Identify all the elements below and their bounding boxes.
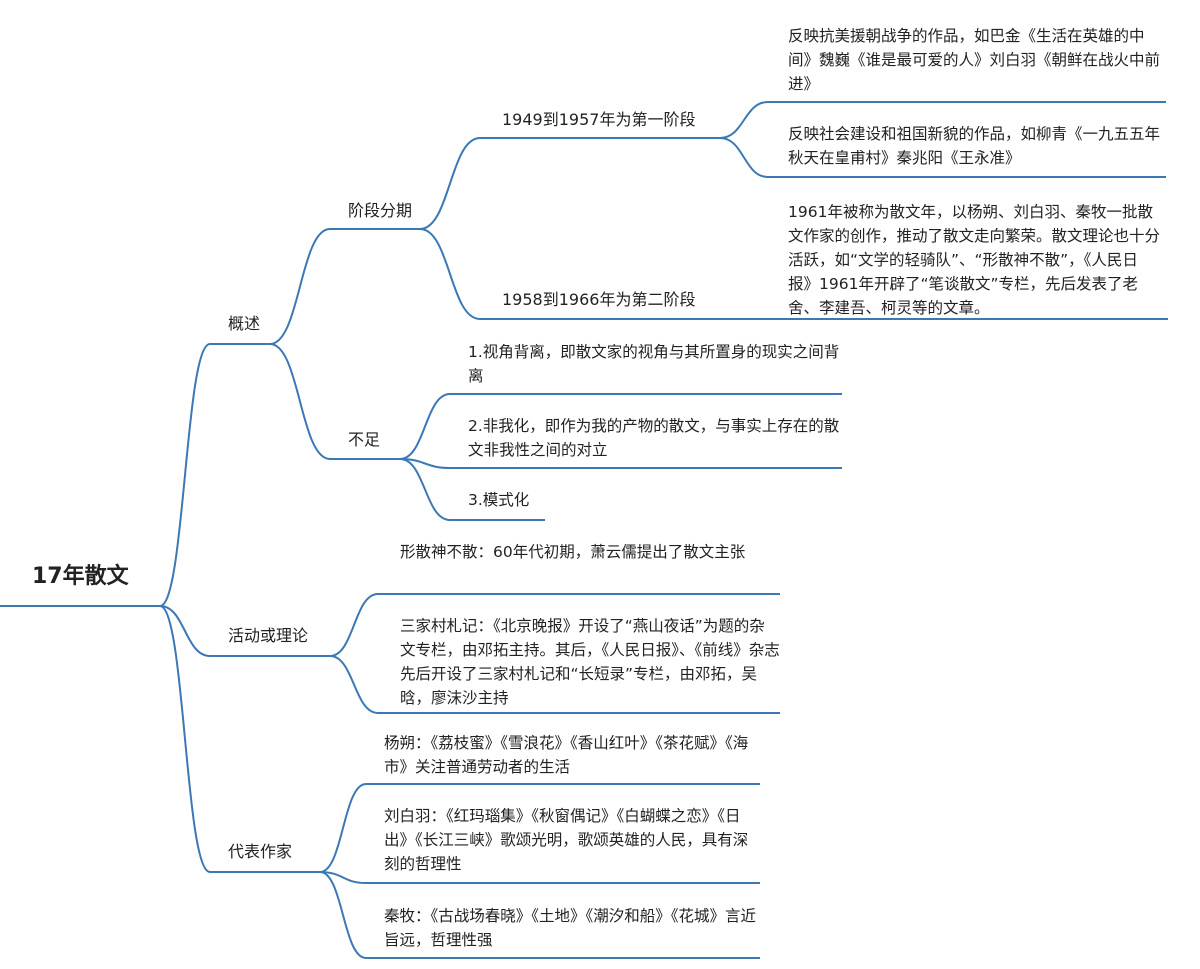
branch-writers[interactable]: 代表作家: [228, 842, 293, 861]
link-overview-periods: [269, 228, 331, 345]
link-overview-shortcomings: [269, 343, 331, 460]
branch-periods[interactable]: 阶段分期: [348, 201, 413, 220]
link-shortcomings-leaf3: [399, 458, 451, 521]
leaf-stage1-construction-works[interactable]: 反映社会建设和祖国新貌的作品，如柳青《一九五五年秋天在皇甫村》秦兆阳《王永准》: [788, 125, 1161, 167]
link-root-writers: [159, 605, 211, 873]
leaf-stage2-prose-year[interactable]: 1961年被称为散文年，以杨朔、刘白羽、秦牧一批散文作家的创作，推动了散文走向繁…: [788, 203, 1161, 317]
root-topic[interactable]: 17年散文: [32, 564, 129, 589]
link-activities-leaf2: [329, 655, 379, 714]
leaf-shortcoming-1[interactable]: 1.视角背离，即散文家的视角与其所置身的现实之间背离: [468, 343, 840, 385]
link-shortcomings-leaf1: [399, 393, 451, 460]
link-root-overview: [159, 343, 211, 607]
branch-stage-2[interactable]: 1958到1966年为第二阶段: [502, 290, 696, 309]
link-stage1-leaf1: [719, 101, 769, 139]
leaf-shortcoming-3[interactable]: 3.模式化: [468, 491, 530, 509]
link-stage1-leaf2: [719, 137, 769, 178]
link-writers-leaf1: [319, 783, 367, 873]
branch-overview[interactable]: 概述: [228, 314, 261, 333]
leaf-stage1-war-works[interactable]: 反映抗美援朝战争的作品，如巴金《生活在英雄的中间》魏巍《谁是最可爱的人》刘白羽《…: [788, 27, 1161, 93]
leaf-activity-theory[interactable]: 形散神不散：60年代初期，萧云儒提出了散文主张: [400, 543, 746, 561]
branch-shortcomings[interactable]: 不足: [348, 430, 381, 449]
leaf-writer-qinmu[interactable]: 秦牧：《古战场春晓》《土地》《潮汐和船》《花城》言近旨远，哲理性强: [384, 907, 757, 949]
branch-stage-1[interactable]: 1949到1957年为第一阶段: [502, 110, 696, 129]
branch-activities[interactable]: 活动或理论: [228, 626, 309, 645]
leaf-shortcoming-2[interactable]: 2.非我化，即作为我的产物的散文，与事实上存在的散文非我性之间的对立: [468, 417, 840, 459]
link-activities-leaf1: [329, 593, 379, 657]
link-writers-leaf3: [319, 871, 367, 959]
link-writers-leaf2: [319, 871, 367, 884]
leaf-writer-liubaiyu[interactable]: 刘白羽：《红玛瑙集》《秋窗偶记》《白蝴蝶之恋》《日出》《长江三峡》歌颂光明，歌颂…: [384, 807, 749, 873]
leaf-activity-sanjiacun[interactable]: 三家村札记：《北京晚报》开设了“燕山夜话”为题的杂文专栏，由邓拓主持。其后，《人…: [400, 617, 780, 707]
leaf-writer-yangshuo[interactable]: 杨朔：《荔枝蜜》《雪浪花》《香山红叶》《茶花赋》《海市》关注普通劳动者的生活: [384, 734, 749, 776]
link-periods-stage2: [419, 228, 481, 320]
link-root-activities: [159, 605, 211, 657]
link-periods-stage1: [419, 137, 481, 230]
